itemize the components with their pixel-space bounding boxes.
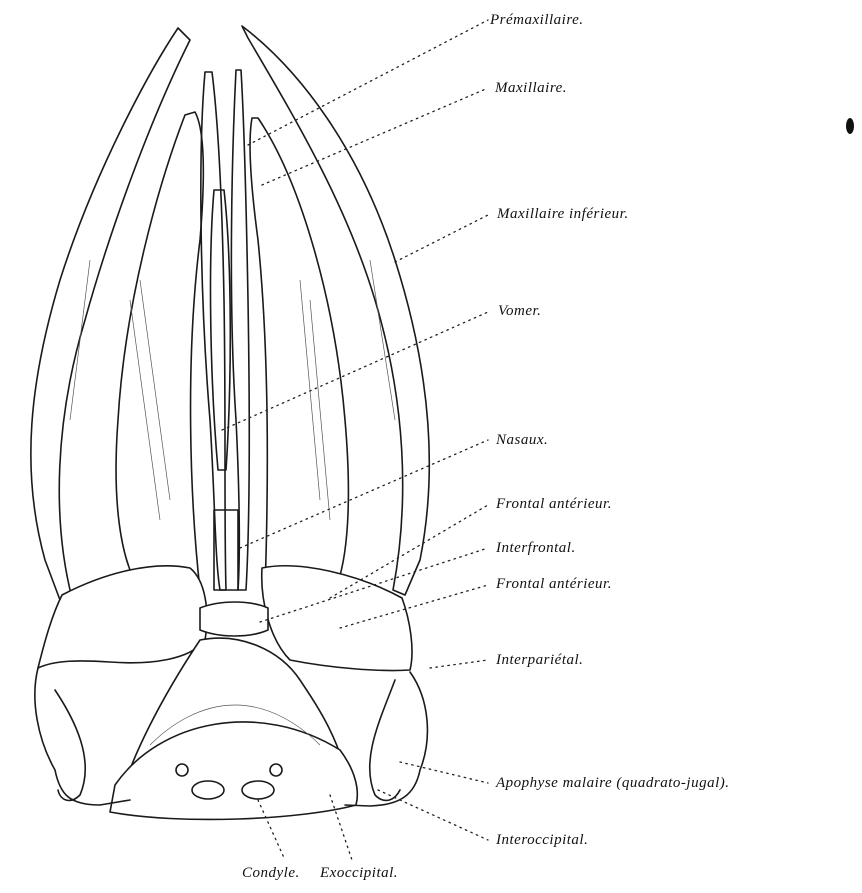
leader-maxillaire-inferieur [395,215,488,262]
condyle-right [242,781,274,799]
leader-nasaux [240,440,488,548]
label-apophyse-malaire: Apophyse malaire (quadrato-jugal). [496,775,730,792]
label-exoccipital: Exoccipital. [320,865,398,882]
label-interfrontal: Interfrontal. [496,540,576,557]
interfrontal [200,602,268,636]
label-frontal-anterieur-2: Frontal antérieur. [496,576,612,593]
label-interoccipital: Interoccipital. [496,832,588,849]
leader-maxillaire [262,88,488,185]
ink-dot [846,118,854,134]
exoccipital-right [270,764,282,776]
maxilla-right [250,118,348,590]
label-maxillaire-inferieur: Maxillaire inférieur. [497,206,629,223]
label-frontal-anterieur-1: Frontal antérieur. [496,496,612,513]
leader-interoccipital [378,790,488,840]
lower-jaw-right [242,26,429,595]
frontal-right [262,566,412,671]
label-nasaux: Nasaux. [496,432,548,449]
jugal-right [370,680,400,800]
leader-apophyse-malaire [400,762,488,783]
lower-jaw-left [31,28,190,600]
frontal-left [38,566,207,668]
label-condyle: Condyle. [242,865,300,882]
leader-vomer [222,312,488,430]
exoccipital-left [176,764,188,776]
condyle-left [192,781,224,799]
label-interparietal: Interpariétal. [496,652,583,669]
leader-interparietal [430,660,488,668]
premaxilla-right [231,70,249,590]
label-maxillaire: Maxillaire. [495,80,567,97]
leader-premaxillaire [248,20,488,145]
label-vomer: Vomer. [498,303,541,320]
label-premaxillaire: Prémaxillaire. [490,12,584,29]
